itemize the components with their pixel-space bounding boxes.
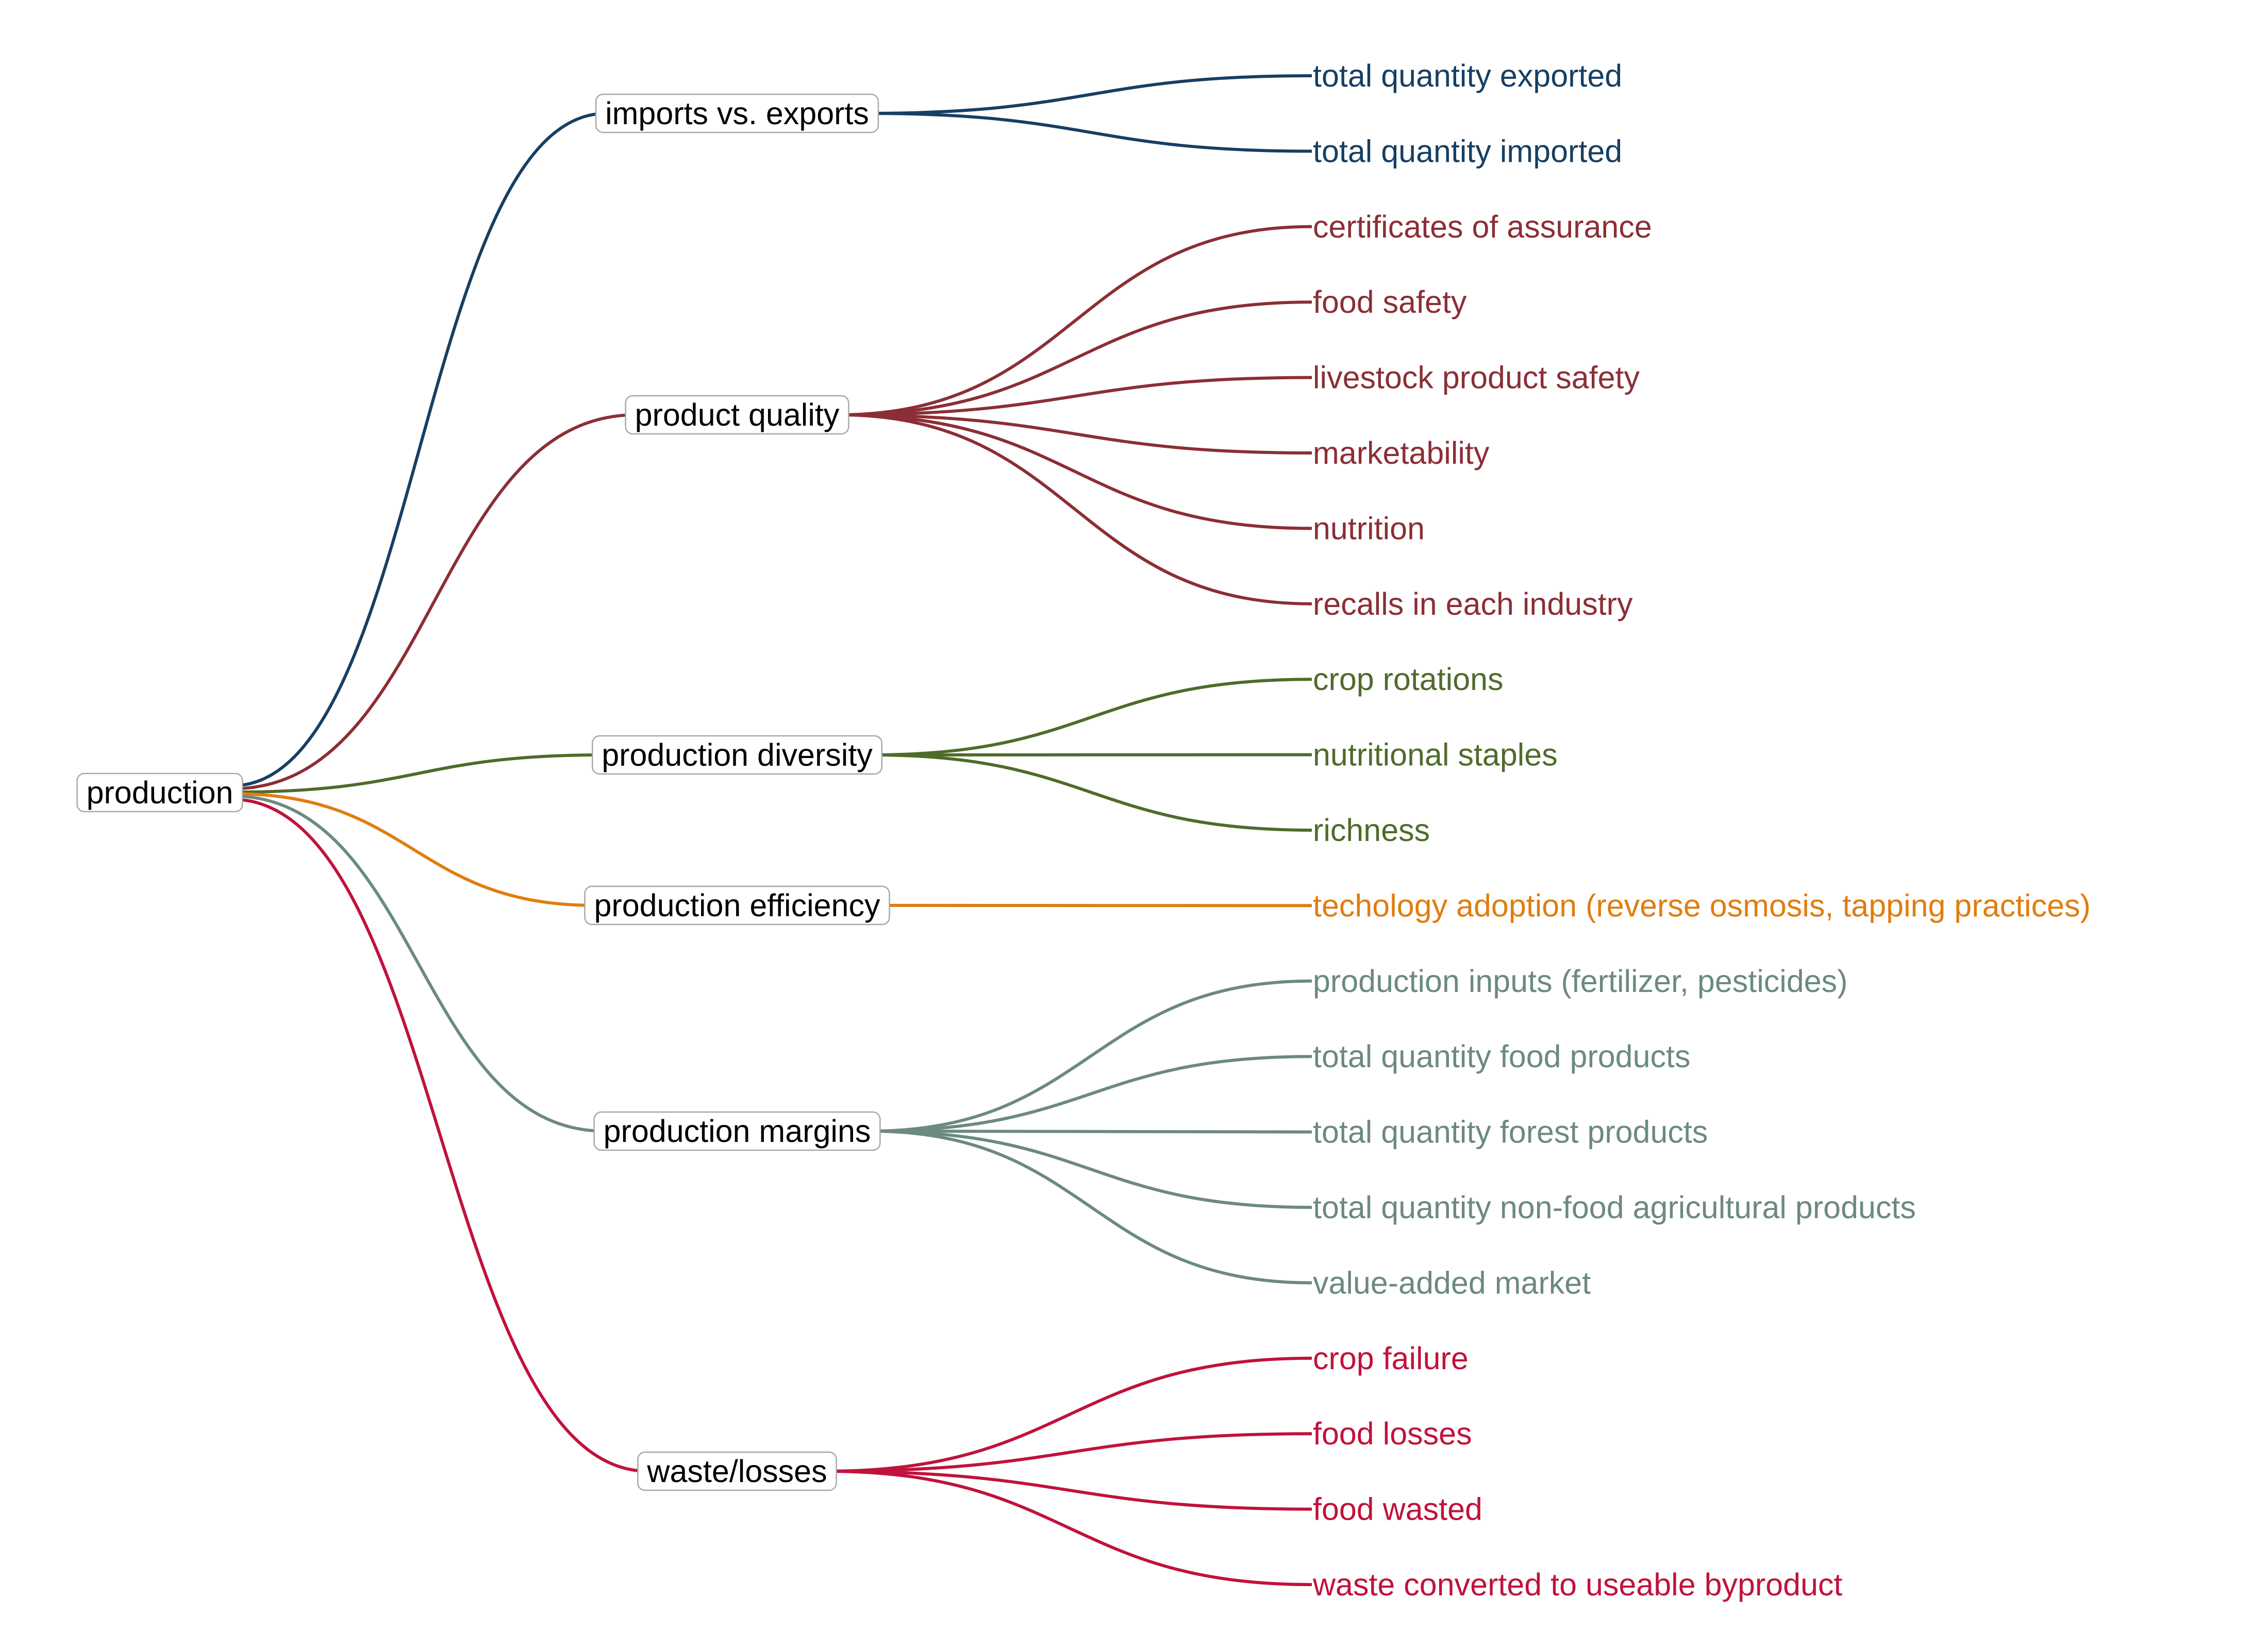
edge-branch-4-to-leaf-2 [870, 1130, 1312, 1134]
leaf-label: waste converted to useable byproduct [1312, 1567, 1843, 1602]
leaf-label: total quantity food products [1313, 1039, 1690, 1074]
branch-node-1-box [625, 395, 849, 435]
leaf-label: techology adoption (reverse osmosis, tap… [1313, 888, 2091, 923]
edge-branch-1-to-leaf-3 [838, 413, 1312, 455]
leaf-label: richness [1313, 813, 1430, 848]
edge-branch-1-to-leaf-5 [838, 413, 1312, 605]
leaf-label: nutritional staples [1313, 737, 1558, 772]
branch-node-4: production margins [593, 1111, 881, 1151]
branch-node-3-box [584, 885, 890, 926]
leaf-label: crop failure [1313, 1341, 1469, 1376]
leaf-label: food losses [1313, 1416, 1472, 1451]
edge-branch-5-to-leaf-0 [826, 1356, 1312, 1473]
branch-node-3: production efficiency [584, 885, 890, 926]
branch-node-0: imports vs. exports [595, 93, 879, 133]
branch-node-3-label: production efficiency [594, 888, 880, 923]
branch-node-5-label: waste/losses [646, 1454, 827, 1489]
leaf-label: total quantity exported [1313, 58, 1622, 93]
edge-branch-4-to-leaf-3 [870, 1130, 1312, 1209]
edge-branch-1-to-leaf-2 [838, 376, 1312, 416]
branch-node-5-box [637, 1451, 837, 1491]
leaf-label: total quantity forest products [1313, 1115, 1708, 1150]
leaf-labels: total quantity exported total quantity im… [1312, 58, 2091, 1602]
edge-branch-1-to-leaf-0 [838, 225, 1312, 416]
tree-edges [232, 74, 1312, 1586]
leaf-label: food safety [1313, 284, 1467, 319]
branch-node-2-label: production diversity [602, 737, 873, 772]
edge-root-to-branch-3 [232, 792, 595, 907]
edge-branch-1-to-leaf-4 [838, 413, 1312, 530]
edge-root-to-branch-2 [232, 753, 603, 794]
leaf-label: value-added market [1313, 1265, 1591, 1300]
branch-node-0-box [595, 93, 879, 133]
branch-node-2: production diversity [591, 735, 883, 775]
edge-branch-0-to-leaf-0 [868, 74, 1312, 115]
edge-branch-4-to-leaf-0 [870, 979, 1312, 1133]
leaf-label: certificates of assurance [1313, 209, 1652, 244]
edge-branch-5-to-leaf-3 [826, 1470, 1312, 1586]
edge-branch-4-to-leaf-4 [870, 1130, 1312, 1285]
leaf-label: crop rotations [1313, 662, 1504, 697]
leaf-label: nutrition [1313, 511, 1425, 546]
edge-branch-5-to-leaf-1 [826, 1432, 1312, 1473]
leaf-label: recalls in each industry [1313, 586, 1633, 621]
branch-node-0-label: imports vs. exports [605, 96, 869, 131]
branch-nodes: imports vs. exports product quality produc… [584, 93, 890, 1491]
edge-branch-4-to-leaf-1 [870, 1055, 1312, 1133]
root-node-box [76, 772, 243, 813]
leaf-label: total quantity non-food agricultural pro… [1313, 1190, 1916, 1225]
leaf-label: livestock product safety [1313, 360, 1640, 395]
branch-node-2-box [591, 735, 883, 775]
edge-root-to-branch-4 [232, 794, 605, 1133]
root-node-label: production [87, 775, 234, 810]
branch-node-1-label: product quality [635, 397, 840, 432]
root-node: production [76, 772, 243, 813]
edge-branch-2-to-leaf-2 [871, 753, 1312, 832]
branch-node-4-label: production margins [604, 1114, 871, 1149]
edge-root-to-branch-1 [232, 413, 636, 790]
branch-node-4-box [593, 1111, 881, 1151]
branch-node-1: product quality [625, 395, 849, 435]
edge-root-to-branch-0 [232, 112, 607, 787]
leaf-label: production inputs (fertilizer, pesticide… [1313, 964, 1847, 999]
leaf-label: food wasted [1313, 1492, 1482, 1527]
leaf-label: marketability [1313, 435, 1490, 470]
edge-root-to-branch-5 [232, 798, 648, 1473]
leaf-label: total quantity imported [1313, 133, 1622, 169]
edge-branch-0-to-leaf-1 [868, 112, 1312, 153]
branch-node-5: waste/losses [637, 1451, 837, 1491]
edge-branch-2-to-leaf-0 [871, 678, 1312, 756]
edge-branch-5-to-leaf-2 [826, 1470, 1312, 1511]
edge-branch-1-to-leaf-1 [838, 300, 1312, 416]
